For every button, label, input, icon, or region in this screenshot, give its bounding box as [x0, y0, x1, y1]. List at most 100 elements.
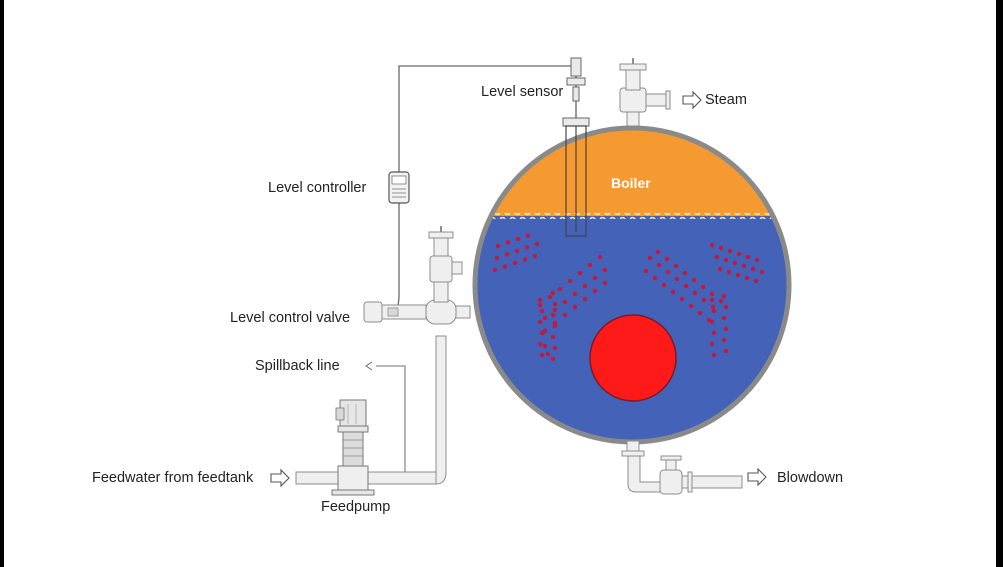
signal-wire-bottom [397, 203, 400, 307]
bubble [721, 293, 727, 299]
bubble [550, 334, 556, 340]
valve-icon [363, 299, 457, 325]
bubble [711, 352, 717, 358]
bubble [709, 291, 715, 297]
bubble [537, 297, 543, 303]
bubble [592, 275, 598, 281]
bubble [577, 270, 583, 276]
bubble [709, 341, 715, 347]
bubble [674, 276, 680, 282]
left-frame-bar [0, 0, 4, 567]
feed-stop-valve [428, 226, 463, 303]
bubble-field [492, 233, 765, 362]
bubble [542, 343, 548, 349]
bubble [505, 240, 511, 245]
bubble [504, 252, 510, 257]
level-controller-label: Level controller [268, 180, 367, 196]
bubble [592, 288, 598, 294]
bubble [683, 283, 689, 289]
bubble [532, 253, 538, 259]
bubble [665, 269, 671, 275]
spillback-line-label: Spillback line [255, 358, 340, 374]
bubble [582, 283, 588, 289]
bubble [732, 260, 738, 266]
bubble [717, 266, 723, 272]
bubble [552, 301, 558, 307]
bubble [537, 341, 543, 347]
bubble [552, 345, 558, 351]
bubble [557, 286, 563, 292]
bubble [709, 319, 715, 325]
bubble [550, 312, 556, 318]
bubble [567, 278, 573, 284]
flow-arrow-icon [270, 468, 290, 488]
bubble [670, 289, 676, 295]
bubble [754, 257, 760, 263]
bubble [721, 337, 727, 343]
level-sensor-label: Level sensor [481, 84, 564, 100]
bubble [514, 248, 520, 254]
bubble [691, 277, 697, 283]
bubble [550, 356, 556, 362]
bubble [522, 257, 528, 262]
bubble [718, 245, 724, 251]
bubble [664, 256, 670, 262]
sensor-icon [562, 57, 590, 237]
bubble [587, 262, 593, 268]
bubble [723, 348, 729, 354]
bubble [701, 297, 707, 303]
bubble [726, 269, 732, 275]
bubble [723, 257, 729, 263]
bubble [537, 302, 543, 308]
flow-arrow-icon [747, 467, 767, 487]
steam-space [475, 128, 789, 220]
feedwater-label: Feedwater from feedtank [92, 470, 254, 486]
fire-tube [589, 314, 677, 402]
bubble [562, 312, 568, 318]
bubble [562, 299, 568, 305]
bubble [643, 268, 649, 274]
bubble [741, 263, 747, 269]
bubble [709, 297, 715, 303]
bubble [759, 269, 765, 275]
bubble [539, 308, 545, 314]
bubble [572, 291, 578, 297]
spillback-arrow [365, 361, 373, 371]
boiler-vessel [472, 125, 792, 445]
bubble [697, 310, 703, 316]
bubble [602, 267, 608, 273]
bubble [753, 278, 759, 284]
bubble [542, 315, 548, 321]
bubble [552, 307, 558, 313]
bubble [494, 255, 500, 261]
bubble [718, 298, 724, 304]
steam-valve [619, 58, 671, 127]
bubble [745, 254, 751, 260]
bubble [652, 275, 658, 281]
bubble [602, 280, 608, 286]
bubble [711, 330, 717, 336]
bubble [547, 294, 553, 300]
boiler-label: Boiler [611, 175, 651, 191]
bubble [661, 282, 667, 288]
bubble [597, 254, 603, 260]
bubble [723, 304, 729, 310]
signal-wire-top [398, 65, 571, 172]
bubble [700, 284, 706, 290]
bubble [537, 319, 543, 325]
bubble [495, 243, 501, 249]
bubble [709, 242, 715, 248]
bubble [552, 323, 558, 329]
bubble [692, 290, 698, 296]
pump-icon [331, 399, 375, 496]
right-frame-bar [996, 0, 1003, 567]
bubble [545, 351, 551, 357]
bubble [727, 248, 733, 254]
steam-label: Steam [705, 92, 747, 108]
bubble [515, 236, 521, 242]
bubble [582, 296, 588, 302]
bubble [721, 315, 727, 321]
bubble [750, 266, 756, 272]
bubble [525, 233, 531, 238]
